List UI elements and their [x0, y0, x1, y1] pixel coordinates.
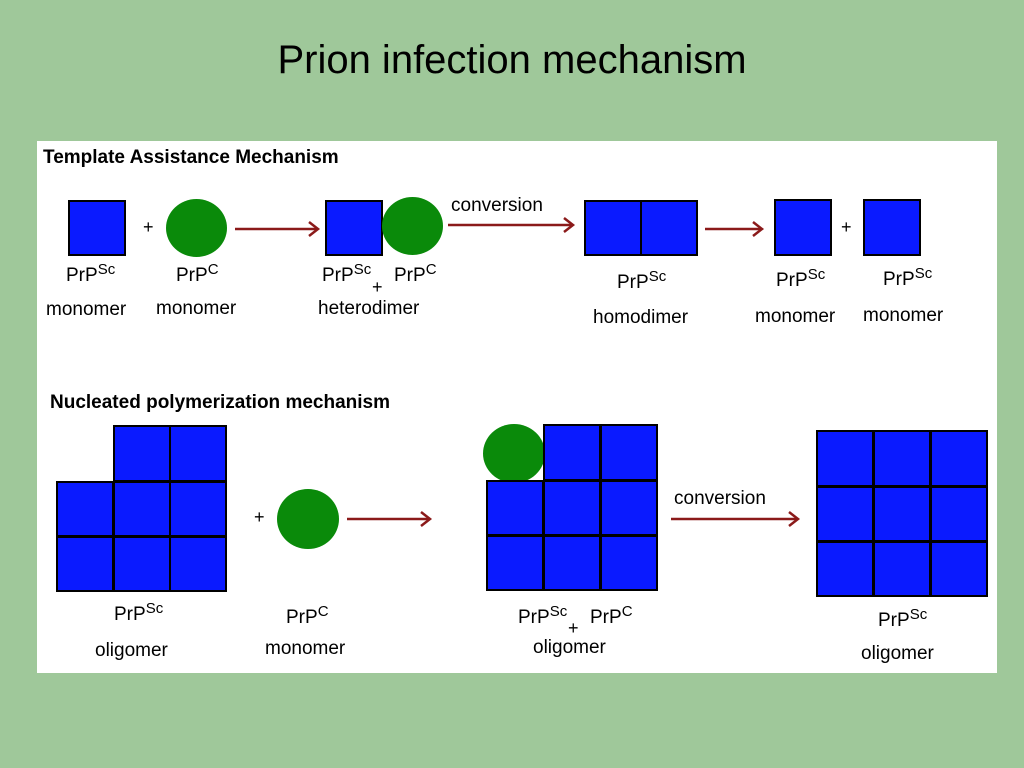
prpsc-square: [816, 486, 874, 542]
oligomer-label: oligomer: [533, 637, 606, 658]
prpsc-square: [56, 481, 114, 537]
prpsc-square: [873, 430, 931, 487]
plus-sign: +: [254, 507, 265, 527]
prpsc-square: [816, 541, 874, 597]
prpsc-square: [486, 535, 544, 591]
prpsc-square: [113, 425, 171, 482]
prpsc-square: [863, 199, 921, 256]
slide-title: Prion infection mechanism: [277, 38, 747, 82]
prpsc-square: [600, 535, 658, 591]
arrow-icon: [448, 217, 576, 233]
homodimer-label: homodimer: [593, 307, 689, 328]
prpsc-label: PrPSc: [617, 268, 667, 293]
oligomer-label: oligomer: [861, 643, 934, 664]
prpsc-label: PrPSc: [518, 603, 568, 628]
prpsc-label: PrPSc: [114, 600, 164, 625]
prpsc-square: [873, 541, 931, 597]
prpsc-square: [169, 481, 227, 537]
prpsc-square: [113, 536, 171, 592]
prpsc-square: [816, 430, 874, 487]
arrow-icon: [671, 511, 801, 527]
monomer-label: monomer: [46, 299, 127, 320]
prpc-circle: [277, 489, 339, 549]
prpsc-square: [486, 480, 544, 536]
prpsc-square: [600, 480, 658, 536]
conversion-label: conversion: [451, 195, 543, 216]
monomer-label: monomer: [265, 638, 346, 659]
prpsc-square: [774, 199, 832, 256]
monomer-label: monomer: [863, 305, 944, 326]
prpsc-label: PrPSc: [776, 266, 826, 291]
prpsc-square: [543, 424, 601, 481]
arrow-icon: [235, 221, 321, 237]
prpsc-label: PrPSc: [883, 265, 933, 290]
arrow-icon: [705, 221, 765, 237]
prpc-label: PrPC: [286, 603, 329, 628]
prpsc-square: [169, 536, 227, 592]
prpsc-square: [600, 424, 658, 481]
prpsc-square: [543, 480, 601, 536]
prpc-label: PrPC: [590, 603, 633, 628]
monomer-label: monomer: [156, 298, 237, 319]
plus-sign: +: [841, 217, 852, 237]
arrow-icon: [347, 511, 433, 527]
prpsc-square: [584, 200, 642, 256]
prpsc-square: [930, 430, 988, 487]
prpc-label: PrPC: [176, 261, 219, 286]
template-heading: Template Assistance Mechanism: [43, 147, 339, 168]
nucleated-heading: Nucleated polymerization mechanism: [50, 392, 390, 413]
prpc-circle: [483, 424, 545, 483]
prpsc-square: [113, 481, 171, 537]
heterodimer-label: heterodimer: [318, 298, 420, 319]
plus-sign: +: [372, 277, 383, 297]
prpsc-square: [169, 425, 227, 482]
prpsc-label: PrPSc: [66, 261, 116, 286]
prpc-label: PrPC: [394, 261, 437, 286]
oligomer-label: oligomer: [95, 640, 168, 661]
prpsc-square: [640, 200, 698, 256]
prpsc-square: [873, 486, 931, 542]
monomer-label: monomer: [755, 306, 836, 327]
plus-sign: +: [568, 618, 579, 638]
prpsc-square: [930, 541, 988, 597]
plus-sign: +: [143, 217, 154, 237]
prpc-circle: [382, 197, 443, 255]
prpsc-square: [68, 200, 126, 256]
conversion-label: conversion: [674, 488, 766, 509]
prpsc-label: PrPSc: [322, 261, 372, 286]
prpsc-label: PrPSc: [878, 606, 928, 631]
prpsc-square: [56, 536, 114, 592]
prpsc-square: [930, 486, 988, 542]
prpsc-square: [543, 535, 601, 591]
diagram-panel: Template Assistance Mechanism PrPSc mono…: [37, 141, 997, 673]
prpsc-square: [325, 200, 383, 256]
prpc-circle: [166, 199, 227, 257]
